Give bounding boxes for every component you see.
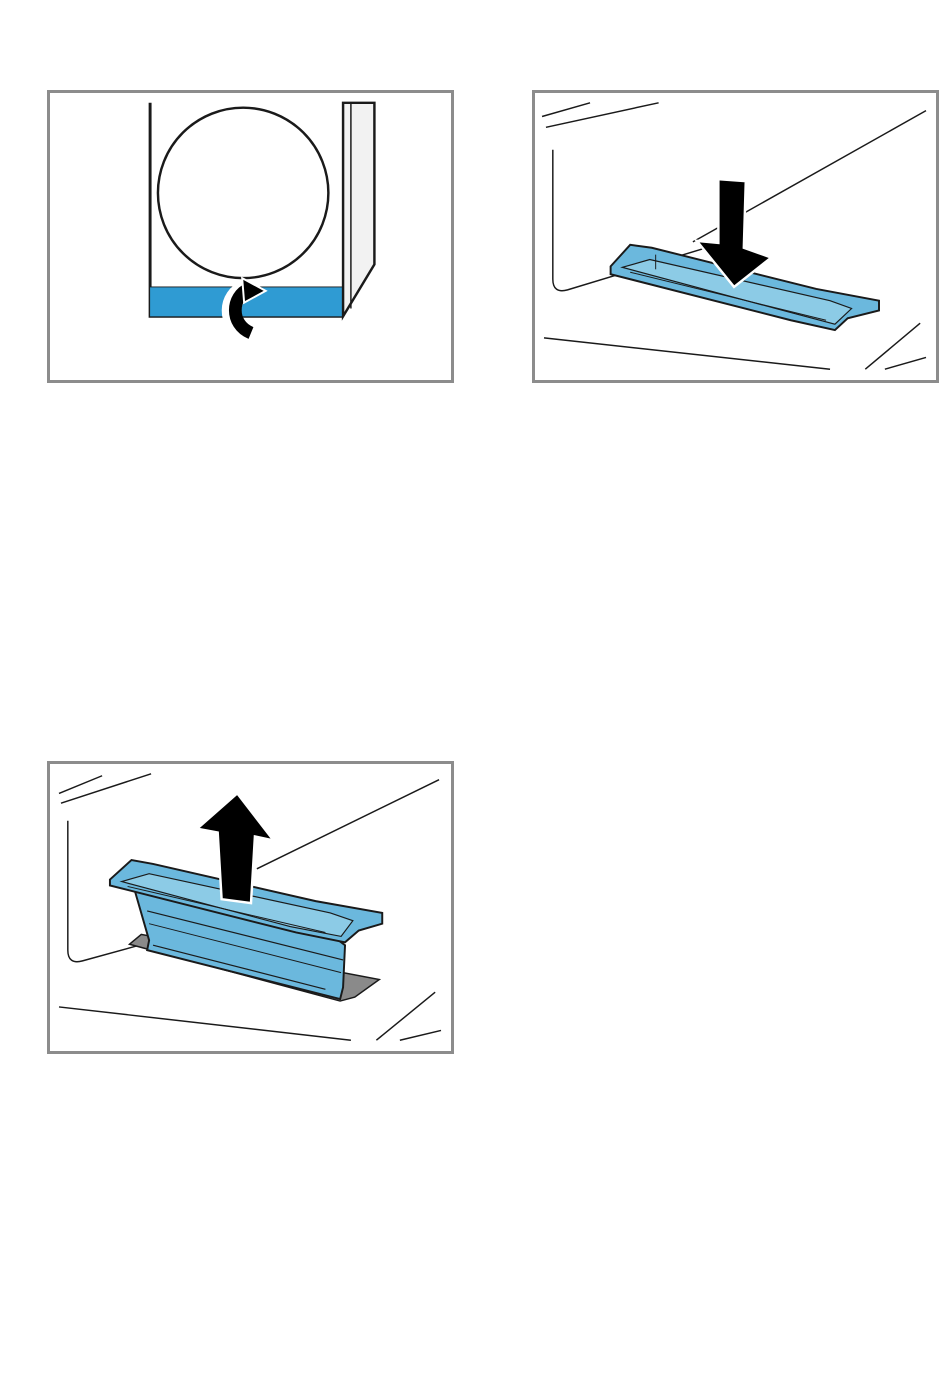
dryer-front-icon bbox=[50, 93, 451, 380]
figure-panel-dryer-front bbox=[47, 90, 454, 383]
figure-panel-filter-remove bbox=[47, 761, 454, 1054]
filter-tray-raised-icon bbox=[50, 764, 451, 1051]
filter-tray-icon bbox=[535, 93, 936, 380]
figure-panel-filter-insert bbox=[532, 90, 939, 383]
door-circle bbox=[158, 108, 328, 278]
